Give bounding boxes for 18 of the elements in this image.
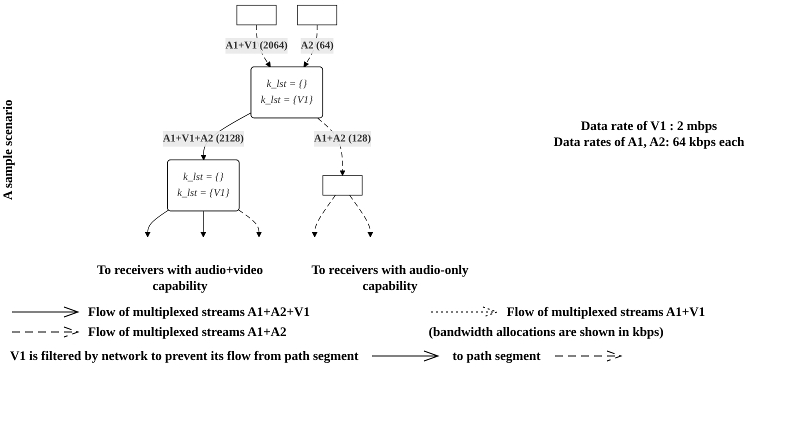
network-node: k_lst = {} k_lst = {V1} — [250, 66, 324, 118]
legend-text: Flow of multiplexed streams A1+A2 — [88, 324, 287, 340]
note-text: (bandwidth allocations are shown in kbps) — [428, 324, 664, 340]
note-text: to path segment — [452, 348, 541, 364]
note-text: Data rate of V1 : 2 mbps — [580, 118, 718, 134]
legend-text: Flow of multiplexed streams A1+V1 — [506, 304, 706, 320]
note-text: Data rates of A1, A2: 64 kbps each — [554, 134, 744, 150]
note-text: To receivers with audio+video capability — [96, 262, 264, 294]
arrow — [238, 210, 262, 238]
legend-text: Flow of multiplexed streams A1+A2+V1 — [88, 304, 310, 320]
arrow — [349, 194, 374, 238]
brace-label: A sample scenario — [0, 100, 16, 200]
arrow — [200, 210, 206, 238]
note-text: V1 is filtered by network to prevent its flow from path segment — [10, 348, 358, 364]
note-text: To receivers with audio-only capability — [310, 262, 470, 294]
arrow — [312, 194, 336, 238]
arrow — [144, 210, 169, 238]
network-node: k_lst = {} k_lst = {V1} — [167, 160, 240, 212]
